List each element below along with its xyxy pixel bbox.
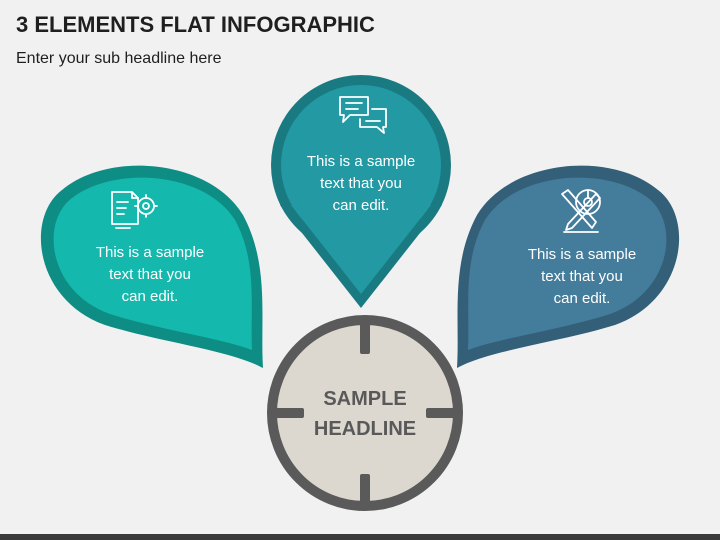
pin-right-fill — [468, 177, 667, 350]
pin-top-line-1: This is a sample — [306, 153, 416, 170]
pin-top — [271, 75, 451, 308]
center-headline: SAMPLE HEADLINE — [295, 384, 435, 444]
center-target — [267, 315, 463, 511]
pin-right-line-3: can edit. — [553, 290, 611, 307]
pin-left — [40, 165, 263, 368]
pin-left-text: This is a sample text that you can edit. — [62, 242, 238, 308]
pin-top-line-2: text that you — [320, 175, 402, 192]
pin-right-line-1: This is a sample — [527, 246, 637, 263]
pin-right-text: This is a sample text that you can edit. — [494, 244, 670, 310]
center-tick-top — [360, 318, 370, 354]
pin-top-line-3: can edit. — [332, 197, 390, 214]
pin-left-line-3: can edit. — [121, 288, 179, 305]
center-headline-line-1: SAMPLE — [323, 388, 407, 410]
page-subtitle: Enter your sub headline here — [16, 50, 222, 67]
document-gear-icon — [111, 191, 158, 229]
pin-right-line-2: text that you — [541, 268, 623, 285]
bottom-bar — [0, 534, 720, 540]
chat-bubbles-icon — [339, 96, 387, 134]
pin-top-fill-tip — [291, 205, 431, 294]
center-tick-right — [426, 408, 460, 418]
pin-right — [457, 165, 680, 368]
pin-left-line-2: text that you — [109, 266, 191, 283]
center-tick-left — [270, 408, 304, 418]
center-headline-line-2: HEADLINE — [313, 418, 417, 440]
center-tick-bottom — [360, 474, 370, 510]
pin-left-fill — [53, 177, 252, 350]
page-title: 3 ELEMENTS FLAT INFOGRAPHIC — [16, 12, 375, 37]
pin-left-line-1: This is a sample — [95, 244, 205, 261]
design-tools-icon — [561, 189, 601, 233]
pin-top-text: This is a sample text that you can edit. — [276, 151, 446, 217]
